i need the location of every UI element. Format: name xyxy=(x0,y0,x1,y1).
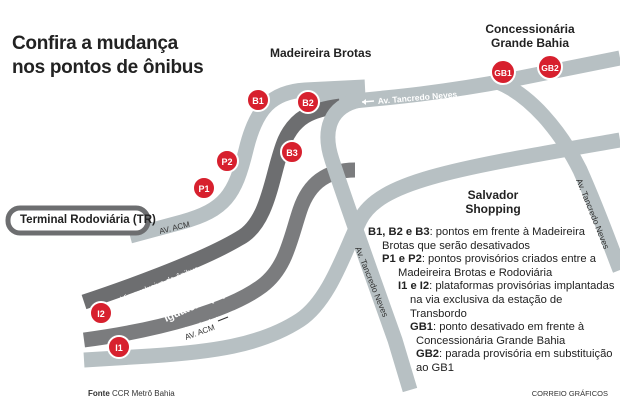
stop-I1[interactable]: I1 xyxy=(107,335,131,359)
arrow-acm-bottom xyxy=(217,316,229,322)
arrow-head-tancredo-top xyxy=(362,99,366,105)
legend-codes-p: P1 e P2 xyxy=(382,253,422,266)
stop-P1[interactable]: P1 xyxy=(192,176,216,200)
legend: B1, B2 e B3: pontos em frente à Madeirei… xyxy=(368,226,618,376)
arrow-bus-lane-bottom xyxy=(224,310,235,316)
stop-I1-label: I1 xyxy=(115,343,123,353)
terminal-box xyxy=(5,205,151,236)
map-title: Confira a mudança nos pontos de ônibus xyxy=(12,32,232,80)
stop-GB1-label: GB1 xyxy=(494,68,512,78)
legend-entry-gb2-cont: ao GB1 xyxy=(416,361,454,374)
legend-entry-b: B1, B2 e B3: pontos em frente à Madeirei… xyxy=(368,226,618,240)
place-salvador-line2: Shopping xyxy=(465,202,521,216)
legend-text-b: : pontos em frente à Madeireira xyxy=(429,226,586,238)
stop-GB2-label: GB2 xyxy=(541,63,559,73)
road-bus-lane-lower xyxy=(83,162,356,348)
road-tancredo-right xyxy=(494,75,620,273)
legend-entry-i: I1 e I2: plataformas provisórias implant… xyxy=(368,280,618,294)
stop-I2[interactable]: I2 xyxy=(89,301,113,325)
place-madeireira: Madeireira Brotas xyxy=(270,46,372,60)
legend-codes-gb1: GB1 xyxy=(410,321,434,334)
place-salvador-shopping: Salvador Shopping xyxy=(448,188,538,216)
stop-I2-label: I2 xyxy=(97,309,105,319)
stop-GB2[interactable]: GB2 xyxy=(537,54,563,80)
map-title-line2: nos pontos de ônibus xyxy=(12,57,204,78)
stop-GB1[interactable]: GB1 xyxy=(490,59,516,85)
road-acm-lower xyxy=(83,132,620,368)
stop-B2-label: B2 xyxy=(302,98,314,108)
road-bus-lane-upper xyxy=(81,98,342,310)
footer-source: Fonte CCR Metrô Bahia xyxy=(88,389,175,398)
road-acm-upper xyxy=(128,79,366,244)
stop-P2-label: P2 xyxy=(221,157,232,167)
legend-text-p: : pontos provisórios criados entre a xyxy=(421,253,596,266)
place-terminal-rodoviaria: Terminal Rodoviária (TR) xyxy=(20,214,156,226)
place-concessionaria-line2: Grande Bahia xyxy=(490,36,570,50)
stop-P2[interactable]: P2 xyxy=(215,149,239,173)
legend-entry-gb1: GB1: ponto desativado em frente à xyxy=(368,321,618,335)
arrow-bus-lane-top xyxy=(107,300,119,306)
place-concessionaria-line1: Concessionária xyxy=(485,22,575,36)
legend-entry-gb1-cont: Concessionária Grande Bahia xyxy=(416,334,566,347)
legend-entry-b-cont: Brotas que serão desativados xyxy=(382,239,531,252)
legend-text-gb1: : ponto desativado em frente à xyxy=(433,321,585,334)
road-tancredo-mid xyxy=(320,92,418,393)
legend-entry-p: P1 e P2: pontos provisórios criados entr… xyxy=(368,253,618,267)
legend-codes-gb2: GB2 xyxy=(416,348,440,361)
stop-B3[interactable]: B3 xyxy=(280,140,304,164)
footer-source-value: CCR Metrô Bahia xyxy=(112,389,175,398)
legend-codes-i: I1 e I2 xyxy=(398,280,430,293)
legend-entry-p-cont: Madeireira Brotas e Rodoviária xyxy=(398,266,553,279)
place-concessionaria: Concessionária Grande Bahia xyxy=(480,22,580,50)
footer-source-label: Fonte xyxy=(88,389,110,398)
legend-entry-i-cont: na via exclusiva da estação de Transbord… xyxy=(410,293,563,320)
legend-text-i: : plataformas provisórias implantadas xyxy=(429,280,615,293)
footer-credit: CORREIO GRÁFICOS xyxy=(531,389,608,398)
stop-P1-label: P1 xyxy=(198,184,209,194)
legend-codes-b: B1, B2 e B3 xyxy=(368,226,430,238)
stop-B2[interactable]: B2 xyxy=(296,90,320,114)
legend-entry-gb2: GB2: parada provisória em substituição xyxy=(368,348,618,362)
legend-text-gb2: : parada provisória em substituição xyxy=(439,348,613,361)
map-title-line1: Confira a mudança xyxy=(12,33,178,54)
stop-B1-label: B1 xyxy=(252,96,264,106)
stop-B3-label: B3 xyxy=(286,148,298,158)
place-salvador-line1: Salvador xyxy=(467,188,519,202)
stop-B1[interactable]: B1 xyxy=(246,88,270,112)
